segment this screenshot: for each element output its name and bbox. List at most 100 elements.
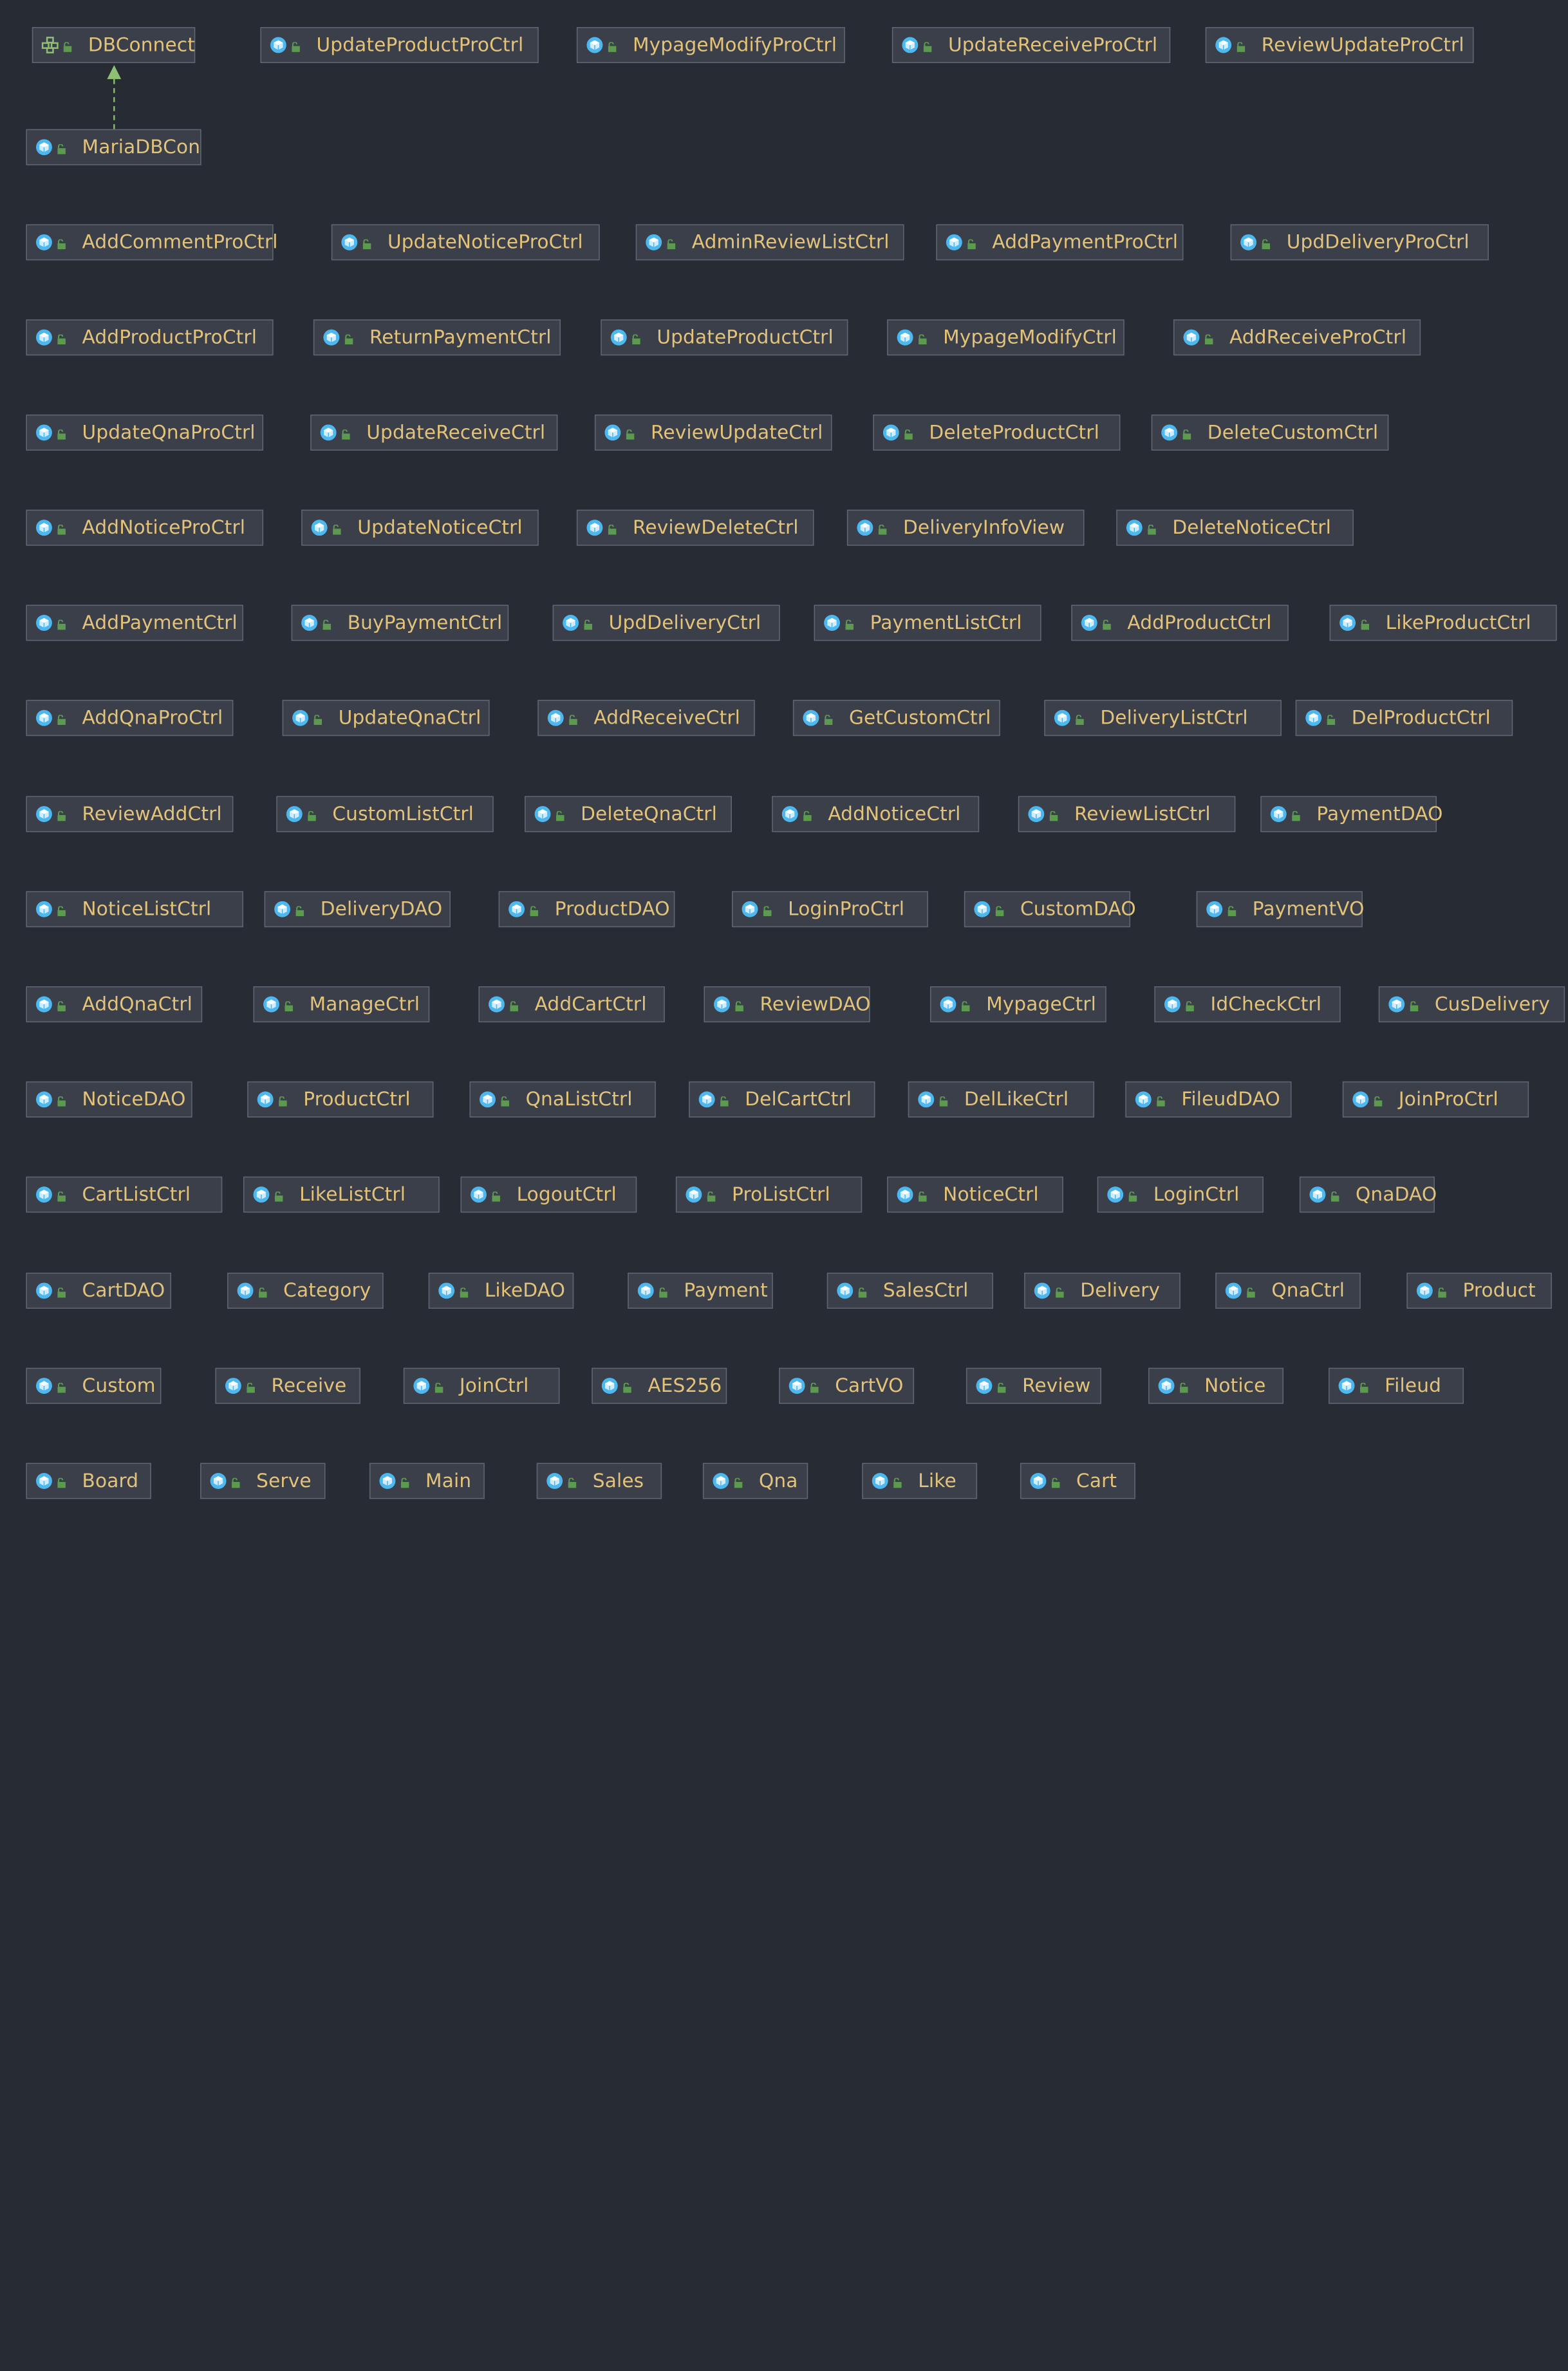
class-node-deletecustomctrl[interactable]: DeleteCustomCtrl bbox=[1151, 414, 1389, 451]
class-node-aes256[interactable]: AES256 bbox=[592, 1367, 727, 1404]
class-node-deliverydao[interactable]: DeliveryDAO bbox=[264, 891, 451, 928]
class-node-updateqnaproctrl[interactable]: UpdateQnaProCtrl bbox=[26, 414, 264, 451]
node-icons bbox=[341, 233, 371, 251]
class-node-getcustomctrl[interactable]: GetCustomCtrl bbox=[792, 700, 1000, 736]
class-node-reviewaddctrl[interactable]: ReviewAddCtrl bbox=[26, 796, 234, 832]
class-node-joinctrl[interactable]: JoinCtrl bbox=[403, 1367, 560, 1404]
class-node-addnoticeproctrl[interactable]: AddNoticeProCtrl bbox=[26, 509, 264, 546]
class-node-addreceiveproctrl[interactable]: AddReceiveProCtrl bbox=[1173, 319, 1421, 356]
class-node-productctrl[interactable]: ProductCtrl bbox=[247, 1081, 434, 1118]
class-node-fileuddao[interactable]: FileudDAO bbox=[1125, 1081, 1292, 1118]
class-node-prolistctrl[interactable]: ProListCtrl bbox=[675, 1176, 863, 1213]
class-node-main[interactable]: Main bbox=[369, 1463, 485, 1499]
class-node-updatenoticeproctrl[interactable]: UpdateNoticeProCtrl bbox=[331, 224, 600, 261]
class-node-noticectrl[interactable]: NoticeCtrl bbox=[887, 1176, 1063, 1213]
class-node-receive[interactable]: Receive bbox=[215, 1367, 360, 1404]
class-node-deletenoticectrl[interactable]: DeleteNoticeCtrl bbox=[1116, 509, 1354, 546]
class-node-payment[interactable]: Payment bbox=[628, 1272, 773, 1309]
class-node-deliverylistctrl[interactable]: DeliveryListCtrl bbox=[1044, 700, 1282, 736]
class-node-delivery[interactable]: Delivery bbox=[1024, 1272, 1181, 1309]
class-node-paymentvo[interactable]: PaymentVO bbox=[1196, 891, 1364, 928]
class-node-noticedao[interactable]: NoticeDAO bbox=[26, 1081, 192, 1118]
class-node-addqnactrl[interactable]: AddQnaCtrl bbox=[26, 986, 203, 1023]
class-node-paymentlistctrl[interactable]: PaymentListCtrl bbox=[814, 604, 1041, 641]
class-node-fileud[interactable]: Fileud bbox=[1329, 1367, 1464, 1404]
class-node-customdao[interactable]: CustomDAO bbox=[964, 891, 1136, 928]
node-icons bbox=[274, 900, 304, 918]
class-node-logoutctrl[interactable]: LogoutCtrl bbox=[460, 1176, 637, 1213]
class-node-dellikectrl[interactable]: DelLikeCtrl bbox=[908, 1081, 1095, 1118]
class-node-reviewdao[interactable]: ReviewDAO bbox=[704, 986, 870, 1023]
class-node-updateproductproctrl[interactable]: UpdateProductProCtrl bbox=[260, 26, 539, 63]
class-node-likeproductctrl[interactable]: LikeProductCtrl bbox=[1329, 604, 1557, 641]
class-node-addreceivectrl[interactable]: AddReceiveCtrl bbox=[537, 700, 755, 736]
class-node-updateproductctrl[interactable]: UpdateProductCtrl bbox=[601, 319, 848, 356]
class-node-likedao[interactable]: LikeDAO bbox=[428, 1272, 574, 1309]
class-node-qnadao[interactable]: QnaDAO bbox=[1299, 1176, 1437, 1213]
class-node-upddeliveryctrl[interactable]: UpdDeliveryCtrl bbox=[552, 604, 780, 641]
class-node-cusdelivery[interactable]: CusDelivery bbox=[1378, 986, 1565, 1023]
class-node-salesctrl[interactable]: SalesCtrl bbox=[826, 1272, 993, 1309]
class-node-loginctrl[interactable]: LoginCtrl bbox=[1097, 1176, 1264, 1213]
class-node-cartvo[interactable]: CartVO bbox=[779, 1367, 915, 1404]
class-node-cartdao[interactable]: CartDAO bbox=[26, 1272, 171, 1309]
class-node-joinproctrl[interactable]: JoinProCtrl bbox=[1342, 1081, 1529, 1118]
class-node-reviewupdatectrl[interactable]: ReviewUpdateCtrl bbox=[594, 414, 832, 451]
node-label: ReturnPaymentCtrl bbox=[369, 326, 552, 349]
class-node-reviewdeletectrl[interactable]: ReviewDeleteCtrl bbox=[576, 509, 814, 546]
class-node-reviewlistctrl[interactable]: ReviewListCtrl bbox=[1018, 796, 1236, 832]
class-node-mypagemodifyctrl[interactable]: MypageModifyCtrl bbox=[887, 319, 1125, 356]
class-node-deliveryinfoview[interactable]: DeliveryInfoView bbox=[846, 509, 1085, 546]
class-node-upddeliveryproctrl[interactable]: UpdDeliveryProCtrl bbox=[1230, 224, 1489, 261]
class-node-serve[interactable]: Serve bbox=[200, 1463, 326, 1499]
class-node-custom[interactable]: Custom bbox=[26, 1367, 162, 1404]
class-node-mypagemodifyproctrl[interactable]: MypageModifyProCtrl bbox=[576, 26, 845, 63]
class-node-product[interactable]: Product bbox=[1406, 1272, 1552, 1309]
class-node-paymentdao[interactable]: PaymentDAO bbox=[1260, 796, 1442, 832]
class-node-qnactrl[interactable]: QnaCtrl bbox=[1215, 1272, 1361, 1309]
class-node-category[interactable]: Category bbox=[227, 1272, 384, 1309]
class-node-like[interactable]: Like bbox=[862, 1463, 978, 1499]
class-node-reviewupdateproctrl[interactable]: ReviewUpdateProCtrl bbox=[1205, 26, 1474, 63]
class-node-buypaymentctrl[interactable]: BuyPaymentCtrl bbox=[291, 604, 509, 641]
class-node-returnpaymentctrl[interactable]: ReturnPaymentCtrl bbox=[313, 319, 561, 356]
class-node-addcartctrl[interactable]: AddCartCtrl bbox=[478, 986, 665, 1023]
class-node-cartlistctrl[interactable]: CartListCtrl bbox=[26, 1176, 223, 1213]
class-node-delcartctrl[interactable]: DelCartCtrl bbox=[689, 1081, 875, 1118]
class-node-notice[interactable]: Notice bbox=[1148, 1367, 1284, 1404]
class-node-productdao[interactable]: ProductDAO bbox=[498, 891, 675, 928]
class-node-updatereceiveproctrl[interactable]: UpdateReceiveProCtrl bbox=[891, 26, 1171, 63]
class-node-delproductctrl[interactable]: DelProductCtrl bbox=[1295, 700, 1513, 736]
class-node-deleteqnactrl[interactable]: DeleteQnaCtrl bbox=[525, 796, 732, 832]
class-node-cart[interactable]: Cart bbox=[1020, 1463, 1135, 1499]
class-node-addnoticectrl[interactable]: AddNoticeCtrl bbox=[772, 796, 980, 832]
class-node-deleteproductctrl[interactable]: DeleteProductCtrl bbox=[873, 414, 1121, 451]
class-node-noticelistctrl[interactable]: NoticeListCtrl bbox=[26, 891, 243, 928]
class-node-board[interactable]: Board bbox=[26, 1463, 151, 1499]
class-node-updatereceivectrl[interactable]: UpdateReceiveCtrl bbox=[310, 414, 558, 451]
public-lock-icon bbox=[57, 1096, 66, 1106]
class-node-addproductproctrl[interactable]: AddProductProCtrl bbox=[26, 319, 274, 356]
class-node-sales[interactable]: Sales bbox=[536, 1463, 662, 1499]
class-node-addpaymentproctrl[interactable]: AddPaymentProCtrl bbox=[936, 224, 1184, 261]
class-node-idcheckctrl[interactable]: IdCheckCtrl bbox=[1154, 986, 1341, 1023]
class-node-qna[interactable]: Qna bbox=[702, 1463, 808, 1499]
class-node-mariadbcon[interactable]: MariaDBCon bbox=[26, 129, 201, 165]
class-node-addcommentproctrl[interactable]: AddCommentProCtrl bbox=[26, 224, 278, 261]
class-node-updatenoticectrl[interactable]: UpdateNoticeCtrl bbox=[301, 509, 539, 546]
class-node-likelistctrl[interactable]: LikeListCtrl bbox=[243, 1176, 440, 1213]
class-node-qnalistctrl[interactable]: QnaListCtrl bbox=[469, 1081, 656, 1118]
class-node-mypagectrl[interactable]: MypageCtrl bbox=[929, 986, 1106, 1023]
class-node-customlistctrl[interactable]: CustomListCtrl bbox=[276, 796, 494, 832]
class-node-addqnaproctrl[interactable]: AddQnaProCtrl bbox=[26, 700, 234, 736]
interface-node-dbconnect[interactable]: DBConnect bbox=[32, 26, 196, 63]
class-node-adminreviewlistctrl[interactable]: AdminReviewListCtrl bbox=[635, 224, 904, 261]
class-node-review[interactable]: Review bbox=[966, 1367, 1101, 1404]
class-node-loginproctrl[interactable]: LoginProCtrl bbox=[731, 891, 928, 928]
class-icon bbox=[471, 1186, 487, 1203]
class-node-updateqnactrl[interactable]: UpdateQnaCtrl bbox=[282, 700, 490, 736]
class-node-addpaymentctrl[interactable]: AddPaymentCtrl bbox=[26, 604, 243, 641]
class-node-addproductctrl[interactable]: AddProductCtrl bbox=[1071, 604, 1289, 641]
public-lock-icon bbox=[1361, 619, 1370, 630]
class-node-managectrl[interactable]: ManageCtrl bbox=[253, 986, 430, 1023]
